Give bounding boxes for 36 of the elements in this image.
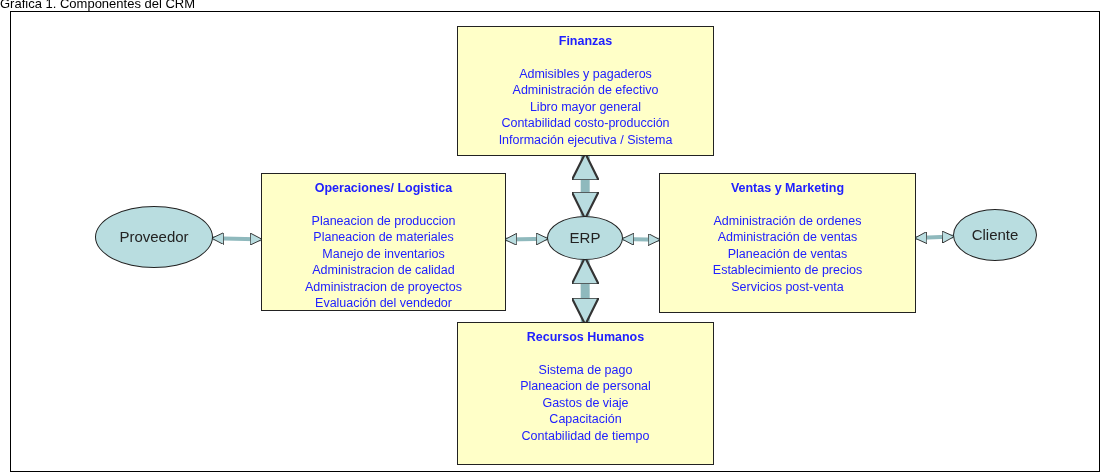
box-heading: Recursos Humanos: [526, 329, 645, 346]
box-heading: Ventas y Marketing: [730, 180, 845, 197]
list-item: Admisibles y pagaderos: [519, 65, 652, 82]
node-label: Cliente: [971, 224, 1019, 245]
double-arrow: [914, 230, 955, 245]
list-item: Información ejecutiva / Sistema: [498, 131, 673, 148]
box-heading: Operaciones/ Logistica: [314, 180, 453, 197]
list-item: Libro mayor general: [529, 98, 642, 115]
list-item: Evaluación del vendedor: [315, 295, 452, 312]
list-item: Manejo de inventarios: [322, 245, 445, 262]
list-item: Administración de ventas: [717, 229, 858, 246]
double-arrow: [504, 232, 549, 246]
list-item: Administracion de proyectos: [305, 278, 462, 295]
module-box: [457, 322, 714, 465]
list-item: Planeacion de produccion: [311, 212, 456, 229]
node-label: Proveedor: [119, 226, 189, 247]
list-item: Administracion de calidad: [312, 262, 455, 279]
list-item: Contabilidad de tiempo: [521, 427, 650, 444]
node-label: ERP: [569, 227, 601, 248]
list-item: Servicios post-venta: [731, 278, 844, 295]
list-item: Sistema de pago: [538, 361, 633, 378]
list-item: Administración de ordenes: [713, 212, 862, 229]
list-item: Planeacion de materiales: [313, 229, 454, 246]
list-item: Establecimiento de precios: [712, 262, 863, 279]
list-item: Contabilidad costo-producción: [501, 115, 670, 132]
list-item: Capacitación: [549, 411, 622, 428]
box-heading: Finanzas: [558, 33, 613, 50]
double-arrow: [621, 232, 661, 247]
module-box: [457, 26, 714, 156]
list-item: Administración de efectivo: [512, 82, 659, 99]
double-arrow: [211, 232, 263, 246]
list-item: Planeacion de personal: [520, 378, 651, 395]
list-item: Gastos de viaje: [542, 394, 629, 411]
list-item: Planeación de ventas: [727, 245, 848, 262]
module-box: [261, 173, 506, 311]
module-box: [659, 173, 916, 313]
